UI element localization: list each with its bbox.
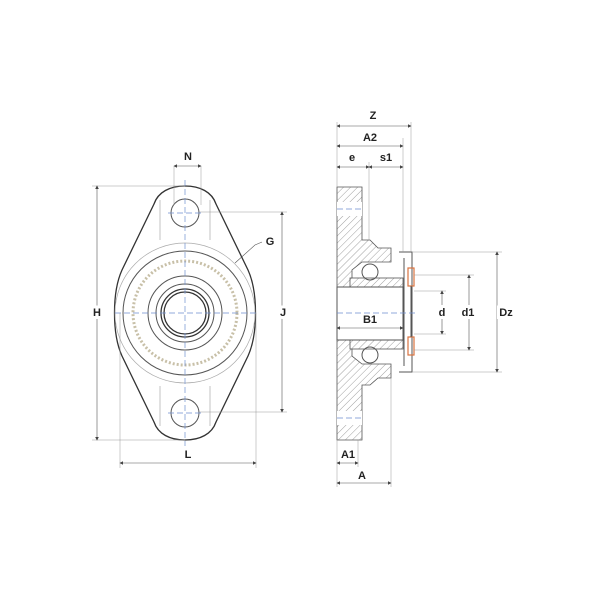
seal-ring-top xyxy=(407,267,415,287)
label-Z: Z xyxy=(370,110,377,122)
label-G: G xyxy=(266,236,275,248)
inner-ring-top xyxy=(349,277,404,288)
label-A2: A2 xyxy=(363,132,377,144)
bolt-hole-bottom xyxy=(170,398,200,428)
seal-ring-bottom xyxy=(407,336,415,356)
label-J: J xyxy=(280,307,286,319)
label-L: L xyxy=(185,449,192,461)
ball-bottom xyxy=(361,346,379,364)
leader-G xyxy=(234,241,263,264)
label-H: H xyxy=(93,307,101,319)
label-d1: d1 xyxy=(462,307,475,319)
front-view: N H J L G xyxy=(90,151,289,468)
label-N: N xyxy=(184,151,192,163)
side-view: Z A2 e s1 B1 Dz d1 d A1 A xyxy=(336,110,516,487)
label-B1: B1 xyxy=(363,314,377,326)
ball-ring xyxy=(131,259,239,367)
shaft-bore xyxy=(336,286,404,341)
inner-ring-bottom xyxy=(349,339,404,350)
label-Dz: Dz xyxy=(499,307,513,319)
end-cap xyxy=(399,251,413,373)
label-A1: A1 xyxy=(341,449,355,461)
label-s1: s1 xyxy=(380,152,392,164)
label-A: A xyxy=(358,470,366,482)
ball-top xyxy=(361,263,379,281)
label-e: e xyxy=(349,152,355,164)
label-d: d xyxy=(439,307,446,319)
